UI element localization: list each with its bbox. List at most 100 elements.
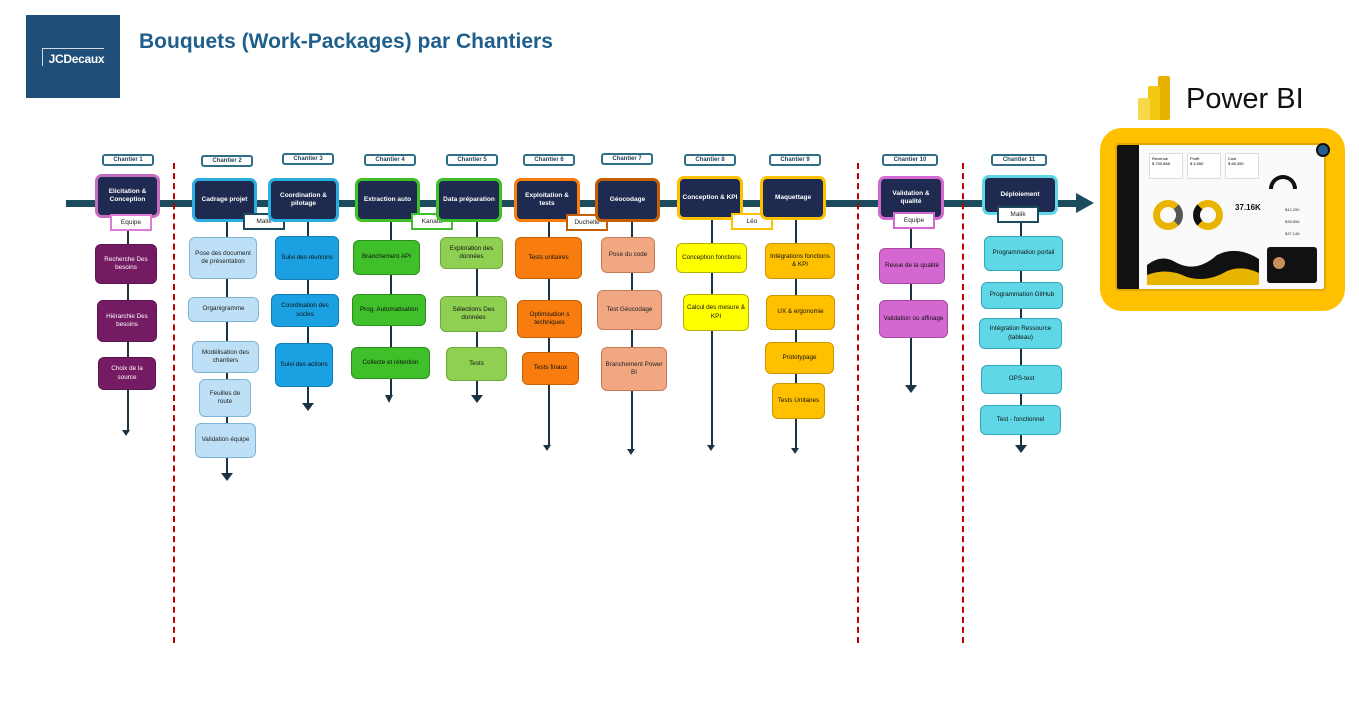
work-package-box: Modélisation des chantiers [192, 341, 259, 373]
card-value: $ 730,888 [1152, 161, 1170, 166]
work-package-box: Intégrations fonctions & KPI [765, 243, 835, 279]
avatar [1273, 257, 1285, 269]
chantier-head: Extraction auto [355, 178, 420, 222]
chantier-arrow [221, 473, 233, 481]
chantier-head: Maquettage [760, 176, 826, 220]
card-title: Revenue [1152, 156, 1169, 161]
card-title: Profit [1190, 156, 1200, 161]
timeline-arrowhead [1076, 193, 1094, 213]
separator-3 [962, 163, 964, 643]
donut-chart [1153, 200, 1183, 230]
work-package-box: Exploration des données [440, 237, 503, 269]
work-package-box: Pose des document de présentation [189, 237, 257, 279]
chantier-head: Coordination & pilotage [268, 178, 339, 222]
work-package-box: Prototypage [765, 342, 834, 374]
chantier-label: Chantier 5 [446, 154, 498, 166]
work-package-box: UX & ergonomie [766, 295, 835, 330]
work-package-box: Tests Unitaires [772, 383, 825, 419]
card-value: $ 4,550 [1190, 161, 1204, 166]
work-package-box: Validation ou affinage [879, 300, 948, 338]
work-package-box: Test - fonctionnel [980, 405, 1061, 435]
dashboard-card: Cost$ 68,390 [1225, 153, 1259, 179]
dashboard-screen: Revenue$ 730,888 Profit$ 4,550 Cost$ 68,… [1115, 143, 1326, 291]
work-package-box: Branchement API [353, 240, 420, 275]
card-value: $ 68,390 [1228, 161, 1244, 166]
chantier-head: Géocodage [595, 178, 660, 222]
separator-1 [173, 163, 175, 643]
owner-badge: Malik [997, 206, 1039, 223]
work-package-box: Feuilles de route [199, 379, 251, 417]
chantier-arrow [543, 445, 551, 451]
work-package-box: Choix de la source [98, 357, 156, 390]
chantier-arrow [122, 430, 130, 436]
chantier-label: Chantier 8 [684, 154, 736, 166]
area-chart [1147, 250, 1259, 285]
work-package-box: Pose du code [601, 237, 655, 273]
work-package-box: Validation équipe [195, 423, 256, 458]
chantier-label: Chantier 3 [282, 153, 334, 165]
work-package-box: Recherche Des besoins [95, 244, 157, 284]
work-package-box: Programmation GitHub [981, 282, 1063, 309]
work-package-box: Sélections Des données [440, 296, 507, 332]
dashboard-sidebar [1117, 145, 1139, 289]
work-package-box: OPS-test [981, 365, 1062, 394]
logo-text: JCDecaux [41, 47, 105, 66]
work-package-box: Prog. Automatisation [352, 294, 426, 326]
chantier-arrow [627, 449, 635, 455]
work-package-box: Tests unitaires [515, 237, 582, 279]
work-package-box: Collecte et rétention [351, 347, 430, 379]
work-package-box: Tests [446, 347, 507, 381]
chantier-line [226, 206, 228, 474]
chantier-arrow [1015, 445, 1027, 453]
work-package-box: Conception fonctions [676, 243, 747, 273]
work-package-box: Revue de la qualité [879, 248, 945, 284]
separator-2 [857, 163, 859, 643]
card-title: Cost [1228, 156, 1237, 161]
kpi-value: 37.16K [1235, 203, 1261, 212]
work-package-box: Suivi des actions [275, 343, 333, 387]
status-dot [1316, 143, 1330, 157]
chantier-arrow [385, 395, 393, 403]
gauge-chart [1269, 175, 1297, 189]
profile-card [1267, 247, 1317, 283]
chantier-arrow [707, 445, 715, 451]
work-package-box: Suivi des réunions [275, 236, 339, 280]
chantier-label: Chantier 11 [991, 154, 1047, 166]
chantier-label: Chantier 1 [102, 154, 154, 166]
chantier-label: Chantier 7 [601, 153, 653, 165]
dashboard-card: Revenue$ 730,888 [1149, 153, 1183, 179]
chantier-arrow [302, 403, 314, 411]
work-package-box: Test Géocodage [597, 290, 662, 330]
chantier-label: Chantier 6 [523, 154, 575, 166]
chantier-arrow [905, 385, 917, 393]
chantier-label: Chantier 9 [769, 154, 821, 166]
powerbi-label: Power BI [1186, 83, 1304, 115]
chantier-head: Elicitation & Conception [95, 174, 160, 218]
work-package-box: Hiérarchie Des besoins [97, 300, 157, 342]
chantier-label: Chantier 10 [882, 154, 938, 166]
side-value: $38,556 [1285, 219, 1300, 224]
dashboard-card: Profit$ 4,550 [1187, 153, 1221, 179]
chantier-label: Chantier 2 [201, 155, 253, 167]
work-package-box: Branchement Power BI [601, 347, 667, 391]
jcdecaux-logo: JCDecaux [26, 15, 120, 98]
work-package-box: Organigramme [188, 297, 259, 322]
work-package-box: Intégration Ressource (tableau) [979, 318, 1062, 349]
chantier-line [910, 206, 912, 386]
side-value: $42,290 [1285, 207, 1300, 212]
page-title: Bouquets (Work-Packages) par Chantiers [139, 30, 553, 53]
work-package-box: Programmation portail [984, 236, 1063, 271]
chantier-arrow [471, 395, 483, 403]
chantier-head: Data préparation [436, 178, 502, 222]
owner-badge: Equipe [893, 212, 935, 229]
owner-badge: Equipe [110, 214, 152, 231]
side-value: $37,148 [1285, 231, 1300, 236]
chantier-arrow [791, 448, 799, 454]
chantier-head: Conception & KPI [677, 176, 743, 220]
work-package-box: Calcul des mesure & KPI [683, 294, 749, 331]
donut-chart [1193, 200, 1223, 230]
work-package-box: Coordination des socles [271, 294, 339, 327]
work-package-box: Tests finaux [522, 352, 579, 385]
powerbi-logo-icon [1138, 76, 1170, 120]
chantier-label: Chantier 4 [364, 154, 416, 166]
